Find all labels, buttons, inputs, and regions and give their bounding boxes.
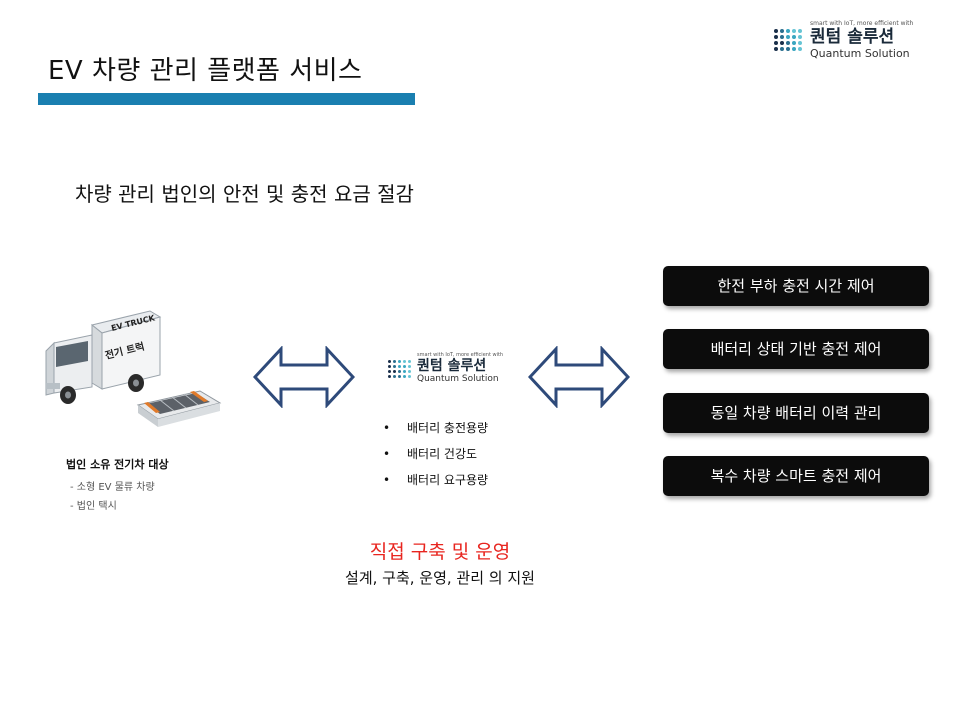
logo-name-en: Quantum Solution [417,374,499,384]
logo-tagline: smart with IoT, more efficient with [810,20,914,27]
battery-pack-image [136,390,222,427]
title-underline-bar [38,93,415,105]
double-arrow-icon [253,346,355,408]
battery-data-list: •배터리 충전용량 •배터리 건강도 •배터리 요구용량 [383,420,488,498]
service-item: 복수 차량 스마트 충전 제어 [663,456,929,496]
ev-truck-image: EV TRUCK 전기 트럭 [45,310,222,427]
logo-name-kr: 퀀텀 솔루션 [810,27,895,47]
subtitle: 차량 관리 법인의 안전 및 충전 요금 절감 [75,182,414,206]
list-item: •배터리 충전용량 [383,421,489,435]
logo-tagline: smart with IoT, more efficient with [417,352,504,358]
logo-name-kr: 퀀텀 솔루션 [417,358,487,374]
highlight-subtext: 설계, 구축, 운영, 관리 의 지원 [345,569,535,587]
page-title: EV 차량 관리 플랫폼 서비스 [48,56,363,86]
corporate-target-item: - 법인 택시 [70,501,117,512]
logo-dots-icon [774,29,802,51]
list-item: •배터리 건강도 [383,447,478,461]
company-logo: smart with IoT, more efficient with 퀀텀 솔… [774,20,913,60]
service-item: 동일 차량 배터리 이력 관리 [663,393,929,433]
corporate-target-title: 법인 소유 전기차 대상 [66,458,169,471]
logo-name-en: Quantum Solution [810,47,910,60]
list-item: •배터리 요구용량 [383,473,489,487]
highlight-heading: 직접 구축 및 운영 [369,541,511,563]
logo-dots-icon [388,359,411,378]
service-item: 배터리 상태 기반 충전 제어 [663,329,929,369]
service-item: 한전 부하 충전 시간 제어 [663,266,929,306]
center-logo: smart with IoT, more efficient with 퀀텀 솔… [388,352,503,385]
double-arrow-icon [528,346,630,408]
corporate-target-item: - 소형 EV 물류 차량 [70,482,155,493]
